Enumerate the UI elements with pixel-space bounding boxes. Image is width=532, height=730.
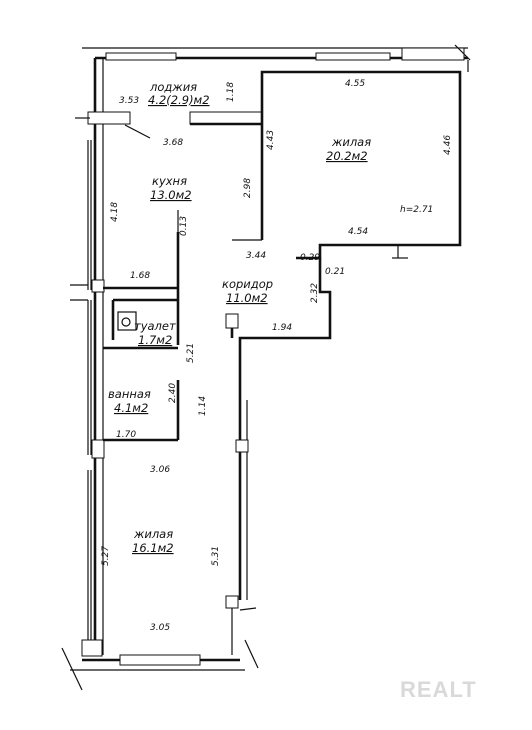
corridor-walls: [225, 258, 332, 655]
dim-1-14: 1.14: [198, 396, 208, 416]
dim-5-21: 5.21: [186, 343, 196, 363]
dim-1-68: 1.68: [130, 271, 150, 281]
living-room-1-name: жилая: [331, 135, 371, 149]
dim-1-70: 1.70: [116, 430, 136, 440]
kitchen-area: 13.0м2: [150, 188, 192, 202]
dim-2-40: 2.40: [168, 383, 178, 403]
bath-name: ванная: [108, 387, 151, 401]
dim-1-94: 1.94: [272, 323, 292, 333]
watermark: REALT: [400, 677, 477, 702]
loggia-area: 4.2(2.9)м2: [148, 93, 210, 107]
bottom-wall: [61, 639, 259, 691]
ceiling-height: h=2.71: [400, 205, 433, 215]
bath-area: 4.1м2: [114, 401, 148, 415]
toilet-name: туалет: [134, 319, 176, 333]
dim-0-21: 0.21: [325, 267, 345, 277]
dim-5-27: 5.27: [101, 546, 111, 566]
living-room-2-name: жилая: [133, 527, 173, 541]
dim-1-18: 1.18: [226, 82, 236, 102]
dim-0-13: 0.13: [179, 216, 189, 236]
toilet-area: 1.7м2: [138, 333, 172, 347]
kitchen-partitions: [103, 210, 180, 302]
dim-4-18: 4.18: [110, 202, 120, 222]
dim-2-98: 2.98: [243, 178, 253, 198]
dim-0-29: 0.29: [300, 253, 320, 263]
dim-4-55: 4.55: [345, 79, 365, 89]
loggia-name: лоджия: [149, 80, 197, 94]
dim-4-54: 4.54: [348, 227, 368, 237]
dim-3-06: 3.06: [150, 465, 170, 475]
dim-5-31: 5.31: [211, 546, 221, 566]
kitchen-name: кухня: [152, 174, 187, 188]
dim-4-46: 4.46: [443, 135, 453, 155]
left-wall: [70, 58, 105, 657]
dim-3-68: 3.68: [163, 138, 183, 148]
dim-2-32: 2.32: [310, 283, 320, 303]
living-room-2-area: 16.1м2: [132, 541, 174, 555]
dim-3-53: 3.53: [119, 96, 139, 106]
corridor-area: 11.0м2: [226, 291, 268, 305]
dim-3-44: 3.44: [246, 251, 266, 261]
living-room-1-area: 20.2м2: [326, 149, 368, 163]
dim-3-05: 3.05: [150, 623, 170, 633]
dim-4-43: 4.43: [266, 130, 276, 150]
top-wall: [82, 44, 471, 61]
corridor-name: коридор: [222, 277, 273, 291]
bathroom-walls: [103, 300, 180, 442]
